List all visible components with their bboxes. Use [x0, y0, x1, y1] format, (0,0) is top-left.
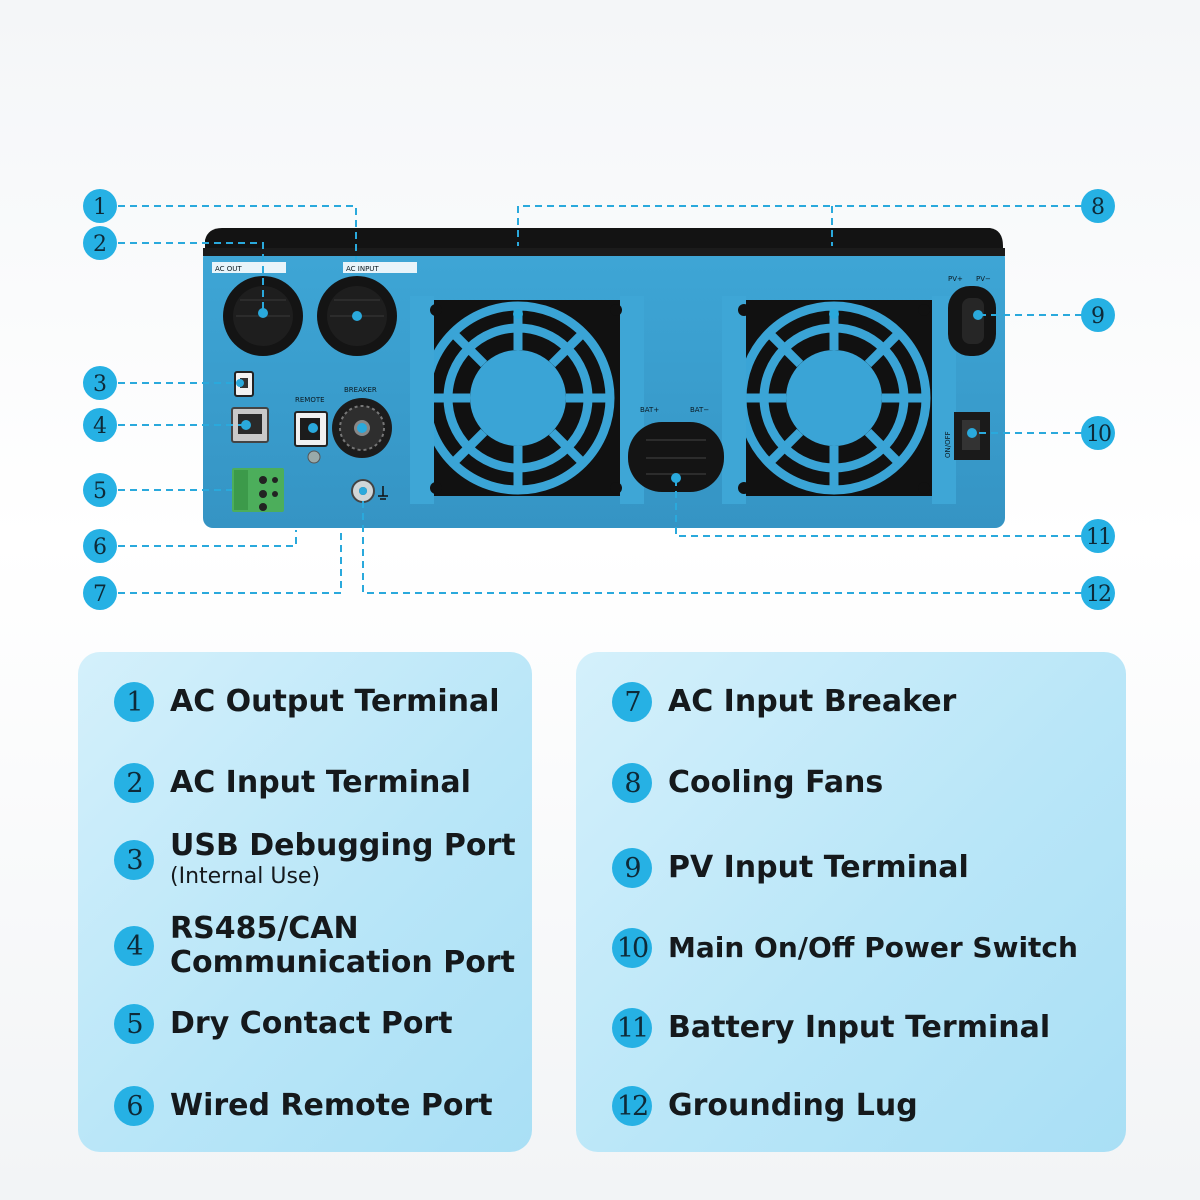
callout-badge-9: 9 — [1081, 298, 1115, 332]
legend-panel-right: 7 AC Input Breaker 8 Cooling Fans 9 PV I… — [576, 652, 1126, 1152]
legend-badge-6: 6 — [114, 1086, 154, 1126]
callout-badge-2: 2 — [83, 226, 117, 260]
callout-lines — [118, 205, 1082, 594]
svg-text:AC INPUT: AC INPUT — [346, 265, 379, 273]
legend-item-4: 4 RS485/CAN Communication Port — [114, 912, 515, 980]
legend-label-9: PV Input Terminal — [668, 850, 969, 885]
legend-item-3: 3 USB Debugging Port (Internal Use) — [114, 829, 516, 891]
legend-badge-5: 5 — [114, 1004, 154, 1044]
legend-item-1: 1 AC Output Terminal — [114, 682, 500, 722]
legend-badge-1: 1 — [114, 682, 154, 722]
svg-text:6: 6 — [93, 535, 107, 560]
legend-label-1: AC Output Terminal — [170, 684, 500, 719]
legend-item-11: 11 Battery Input Terminal — [612, 1008, 1050, 1048]
svg-text:11: 11 — [1086, 525, 1110, 550]
svg-text:2: 2 — [93, 232, 107, 257]
legend-badge-4: 4 — [114, 926, 154, 966]
legend-label-10: Main On/Off Power Switch — [668, 931, 1078, 964]
legend-badge-8: 8 — [612, 763, 652, 803]
legend-item-9: 9 PV Input Terminal — [612, 848, 969, 888]
callout-badge-8: 8 — [1081, 189, 1115, 223]
legend-label-11: Battery Input Terminal — [668, 1010, 1051, 1045]
legend-label-7: AC Input Breaker — [668, 684, 957, 719]
legend-label-4-line1: RS485/CAN — [170, 911, 359, 946]
legend-item-5: 5 Dry Contact Port — [114, 1004, 453, 1044]
legend-badge-12: 12 — [612, 1086, 652, 1126]
legend-badge-2: 2 — [114, 763, 154, 803]
legend-label-8: Cooling Fans — [668, 765, 884, 800]
svg-text:12: 12 — [1086, 582, 1110, 607]
legend-item-8: 8 Cooling Fans — [612, 763, 883, 803]
dry-contact-port — [232, 468, 284, 512]
legend-label-4-line2: Communication Port — [170, 945, 515, 980]
callout-badge-7: 7 — [83, 576, 117, 610]
cooling-fan-right — [722, 296, 956, 504]
legend-label-3-main: USB Debugging Port — [170, 828, 516, 863]
legend-label-12: Grounding Lug — [668, 1088, 918, 1123]
legend-badge-10: 10 — [612, 928, 652, 968]
pv-input-terminal: PV+ PV− — [948, 275, 996, 356]
svg-text:9: 9 — [1091, 304, 1105, 329]
callout-badge-12: 12 — [1081, 576, 1115, 610]
callout-badge-5: 5 — [83, 473, 117, 507]
inverter-rear-panel-diagram: AC OUT AC INPUT REMOTE BREAKER — [83, 189, 1115, 610]
svg-text:REMOTE: REMOTE — [295, 396, 325, 404]
legend-label-3-sub: (Internal Use) — [170, 864, 321, 889]
battery-input-terminal: BAT+ BAT− — [628, 406, 724, 492]
ac-input-terminal: AC INPUT — [317, 262, 417, 356]
svg-text:BAT+: BAT+ — [640, 406, 659, 414]
callout-badge-4: 4 — [83, 408, 117, 442]
legend-label-6: Wired Remote Port — [170, 1088, 493, 1123]
svg-text:8: 8 — [1091, 195, 1105, 220]
svg-text:5: 5 — [93, 479, 107, 504]
callout-badge-1: 1 — [83, 189, 117, 223]
svg-text:7: 7 — [93, 582, 107, 607]
callout-badge-11: 11 — [1081, 519, 1115, 553]
legend-label-5: Dry Contact Port — [170, 1006, 453, 1041]
legend-item-7: 7 AC Input Breaker — [612, 682, 956, 722]
legend-label-4: RS485/CAN Communication Port — [170, 912, 515, 980]
legend-badge-3: 3 — [114, 840, 154, 880]
svg-text:1: 1 — [93, 195, 107, 220]
callout-badge-6: 6 — [83, 529, 117, 563]
callout-markers — [236, 308, 983, 495]
legend-item-12: 12 Grounding Lug — [612, 1086, 918, 1126]
svg-text:ON/OFF: ON/OFF — [944, 431, 952, 458]
svg-text:AC OUT: AC OUT — [215, 265, 242, 273]
callout-badge-10: 10 — [1081, 416, 1115, 450]
svg-text:4: 4 — [93, 414, 107, 439]
legend-item-6: 6 Wired Remote Port — [114, 1086, 493, 1126]
legend-item-10: 10 Main On/Off Power Switch — [612, 928, 1078, 968]
svg-text:BAT−: BAT− — [690, 406, 709, 414]
svg-text:3: 3 — [93, 372, 107, 397]
svg-text:PV+: PV+ — [948, 275, 963, 283]
svg-text:10: 10 — [1086, 422, 1111, 447]
legend-panel-left: 1 AC Output Terminal 2 AC Input Terminal… — [78, 652, 532, 1152]
legend-badge-11: 11 — [612, 1008, 652, 1048]
legend-badge-7: 7 — [612, 682, 652, 722]
legend-label-2: AC Input Terminal — [170, 765, 471, 800]
svg-text:PV−: PV− — [976, 275, 991, 283]
callout-badge-3: 3 — [83, 366, 117, 400]
legend-label-3: USB Debugging Port (Internal Use) — [170, 829, 516, 891]
cooling-fan-left — [410, 296, 644, 504]
svg-text:BREAKER: BREAKER — [344, 386, 377, 394]
legend-badge-9: 9 — [612, 848, 652, 888]
legend-item-2: 2 AC Input Terminal — [114, 763, 471, 803]
